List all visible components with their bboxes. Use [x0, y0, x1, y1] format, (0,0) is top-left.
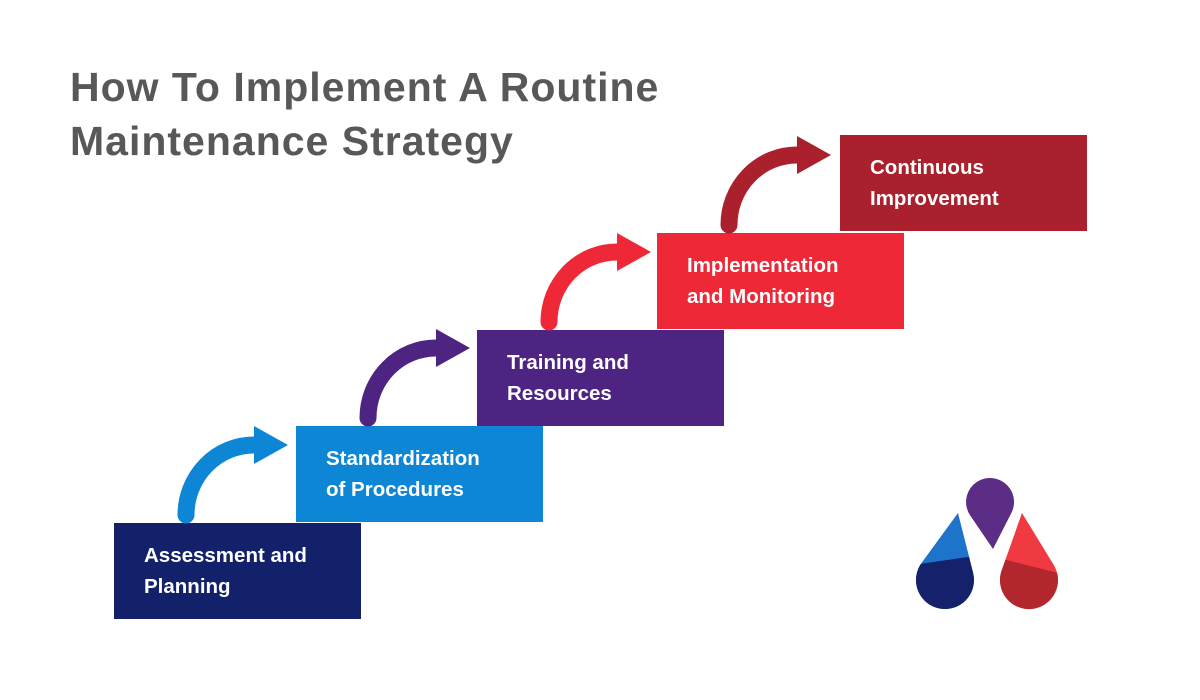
- arrow-head: [617, 233, 651, 271]
- curved-arrow-icon: [177, 426, 288, 524]
- step-label-line: Assessment and: [144, 544, 307, 567]
- step-box-implementation-and-monitoring: Implementation and Monitoring: [657, 233, 904, 329]
- step-box-continuous-improvement: Continuous Improvement: [840, 135, 1087, 231]
- step-label-line: of Procedures: [326, 478, 464, 501]
- arrow-head: [797, 136, 831, 174]
- step-label-line: Standardization: [326, 447, 480, 470]
- logo-drop-left-shade: [915, 553, 974, 610]
- arrow-shaft: [720, 146, 806, 234]
- arrow-head: [254, 426, 288, 464]
- step-label-line: Improvement: [870, 187, 999, 210]
- step-box-training-and-resources: Training and Resources: [477, 330, 724, 426]
- curved-arrow-icon: [540, 233, 651, 331]
- step-label-line: Training and: [507, 351, 629, 374]
- step-label-line: and Monitoring: [687, 285, 836, 308]
- page-title-line-1: How To Implement A Routine: [70, 64, 660, 110]
- curved-arrow-icon: [359, 329, 470, 427]
- page-title: How To Implement A Routine Maintenance S…: [70, 60, 659, 168]
- arrow-shaft: [540, 243, 626, 331]
- step-label-line: Planning: [144, 575, 231, 598]
- step-label-line: Continuous: [870, 156, 984, 179]
- logo-drop-center-icon: [966, 477, 1015, 549]
- step-box-assessment-and-planning: Assessment and Planning: [114, 523, 361, 619]
- page-title-line-2: Maintenance Strategy: [70, 118, 514, 164]
- step-box-standardization-of-procedures: Standardization of Procedures: [296, 426, 543, 522]
- arrow-shaft: [359, 339, 445, 427]
- arrow-shaft: [177, 436, 263, 524]
- logo-drop-right-shade: [999, 557, 1058, 610]
- step-label-line: Implementation: [687, 254, 839, 277]
- logo: [915, 477, 1058, 610]
- curved-arrow-icon: [720, 136, 831, 234]
- step-label-line: Resources: [507, 382, 612, 405]
- arrow-head: [436, 329, 470, 367]
